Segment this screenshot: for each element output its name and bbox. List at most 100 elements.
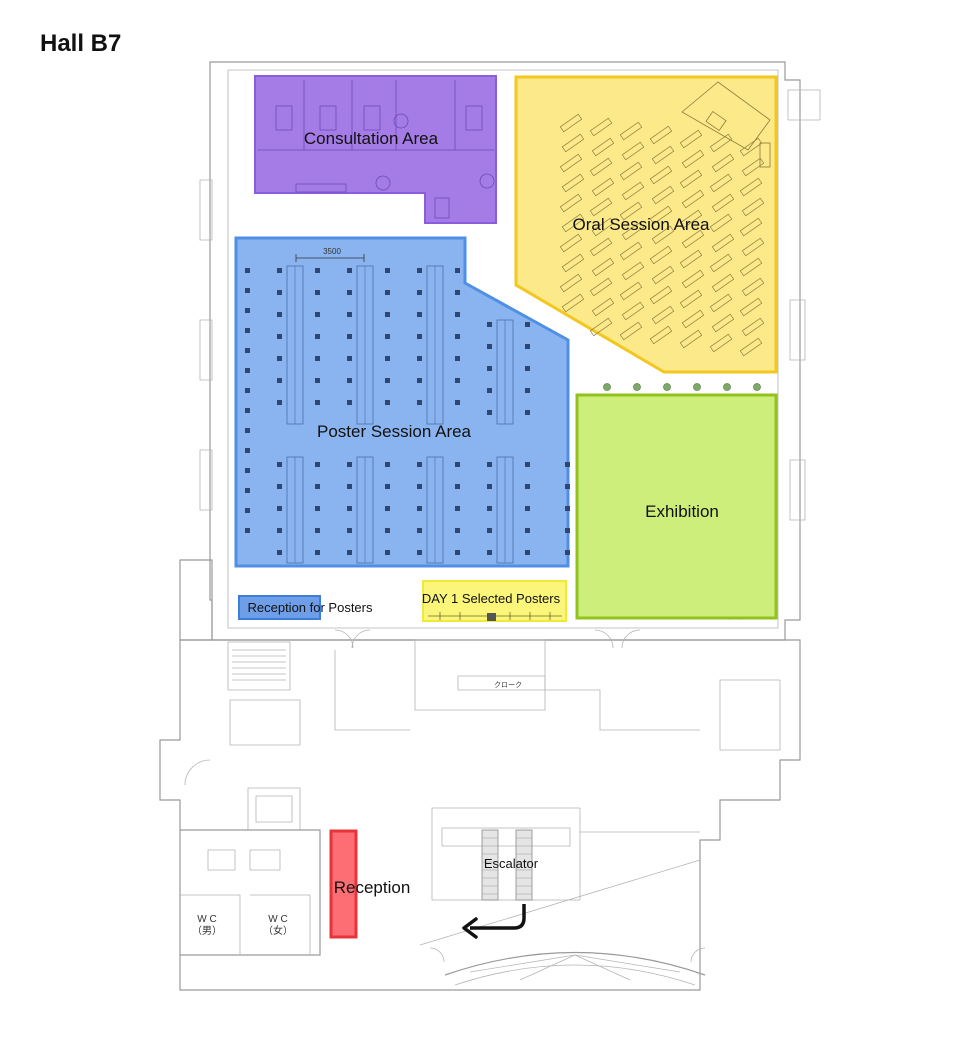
poster-stand-marker — [315, 550, 320, 555]
seat-row — [681, 229, 705, 249]
seat-row — [561, 173, 585, 193]
seat-row — [619, 321, 643, 341]
poster-stand-marker — [347, 334, 352, 339]
poster-stand-marker — [385, 506, 390, 511]
poster-stand-marker — [417, 506, 422, 511]
building-walls — [159, 61, 821, 991]
seat-row — [589, 237, 613, 257]
reception[interactable]: Reception — [329, 829, 411, 939]
seat-row — [681, 269, 705, 289]
wc-men-label-2: （男） — [192, 925, 222, 937]
seat-row — [651, 305, 675, 325]
poster-stand-marker — [315, 378, 320, 383]
seat-row — [679, 249, 703, 269]
wc-men-label-1: W C — [197, 914, 216, 925]
seat-row — [649, 245, 673, 265]
poster-stand-marker — [315, 290, 320, 295]
poster-stand-marker — [455, 378, 460, 383]
seat-row — [679, 209, 703, 229]
poster-stand-marker — [277, 528, 282, 533]
poster-stand-marker — [417, 312, 422, 317]
seat-row — [651, 225, 675, 245]
poster-stand-marker — [315, 334, 320, 339]
poster-stand-marker — [565, 462, 570, 467]
poster-stand-marker — [277, 312, 282, 317]
green-dot-icon — [603, 383, 761, 391]
poster-stand-marker — [245, 328, 250, 333]
escalator-label: Escalator — [484, 856, 539, 871]
poster-stand-marker — [245, 488, 250, 493]
seat-row — [651, 145, 675, 165]
poster-stand-marker — [385, 268, 390, 273]
poster-stand-marker — [277, 290, 282, 295]
seat-row — [739, 297, 763, 317]
oral-session-area-label: Oral Session Area — [572, 215, 710, 234]
poster-stand-marker — [385, 484, 390, 489]
poster-stand-marker — [487, 550, 492, 555]
oral-session-area[interactable]: Oral Session Area — [514, 75, 778, 374]
seat-row — [681, 189, 705, 209]
poster-stand-marker — [347, 312, 352, 317]
poster-stand-marker — [455, 506, 460, 511]
consultation-area[interactable]: Consultation Area — [254, 75, 497, 224]
seat-row — [619, 241, 643, 261]
poster-stand-marker — [417, 290, 422, 295]
poster-stand-marker — [455, 268, 460, 273]
poster-stand-marker — [245, 428, 250, 433]
poster-stand-marker — [385, 462, 390, 467]
poster-stand-marker — [487, 506, 492, 511]
exhibition-area[interactable]: Exhibition — [575, 383, 778, 620]
seat-row — [649, 125, 673, 145]
poster-stand-marker — [417, 484, 422, 489]
seat-row — [739, 177, 763, 197]
poster-stand-marker — [525, 366, 530, 371]
consultation-area-label: Consultation Area — [304, 129, 439, 148]
poster-stand-marker — [455, 400, 460, 405]
poster-session-area[interactable]: 3500 Poster Session Area — [234, 236, 570, 568]
poster-stand-marker — [347, 378, 352, 383]
seat-row — [589, 157, 613, 177]
seat-row — [711, 193, 735, 213]
poster-stand-marker — [417, 356, 422, 361]
wc-men: W C （男） — [192, 914, 222, 937]
day1-selected-posters[interactable]: DAY 1 Selected Posters — [422, 580, 567, 622]
seat-row — [621, 181, 645, 201]
seat-row — [741, 237, 765, 257]
poster-stand-marker — [245, 268, 250, 273]
seat-row — [679, 329, 703, 349]
poster-stand-marker — [455, 334, 460, 339]
poster-stand-marker — [245, 348, 250, 353]
poster-stand-marker — [347, 462, 352, 467]
seat-row — [649, 285, 673, 305]
poster-stand-marker — [385, 312, 390, 317]
seat-row — [649, 325, 673, 345]
poster-stand-marker — [487, 484, 492, 489]
seat-row — [561, 133, 585, 153]
seat-row — [711, 233, 735, 253]
poster-stand-marker — [315, 356, 320, 361]
poster-stand-marker — [455, 356, 460, 361]
seat-row — [621, 221, 645, 241]
poster-stand-marker — [487, 322, 492, 327]
poster-stand-marker — [455, 484, 460, 489]
seat-row — [591, 137, 615, 157]
poster-reception[interactable]: Reception for Posters — [238, 595, 373, 620]
page-title: Hall B7 — [40, 30, 122, 57]
poster-stand-marker — [525, 388, 530, 393]
poster-stand-marker — [277, 484, 282, 489]
reception-label: Reception — [334, 878, 411, 897]
seat-row — [709, 333, 733, 353]
seat-row — [649, 205, 673, 225]
poster-stand-marker — [525, 528, 530, 533]
poster-stand-marker — [487, 344, 492, 349]
poster-stand-marker — [487, 462, 492, 467]
poster-stand-marker — [385, 378, 390, 383]
curved-arrow-left-icon — [462, 904, 526, 939]
poster-stand-marker — [565, 506, 570, 511]
exhibition-area-shape — [575, 393, 778, 620]
seat-row — [621, 301, 645, 321]
poster-stand-marker — [487, 528, 492, 533]
seat-row — [739, 337, 763, 357]
poster-stand-marker — [525, 550, 530, 555]
